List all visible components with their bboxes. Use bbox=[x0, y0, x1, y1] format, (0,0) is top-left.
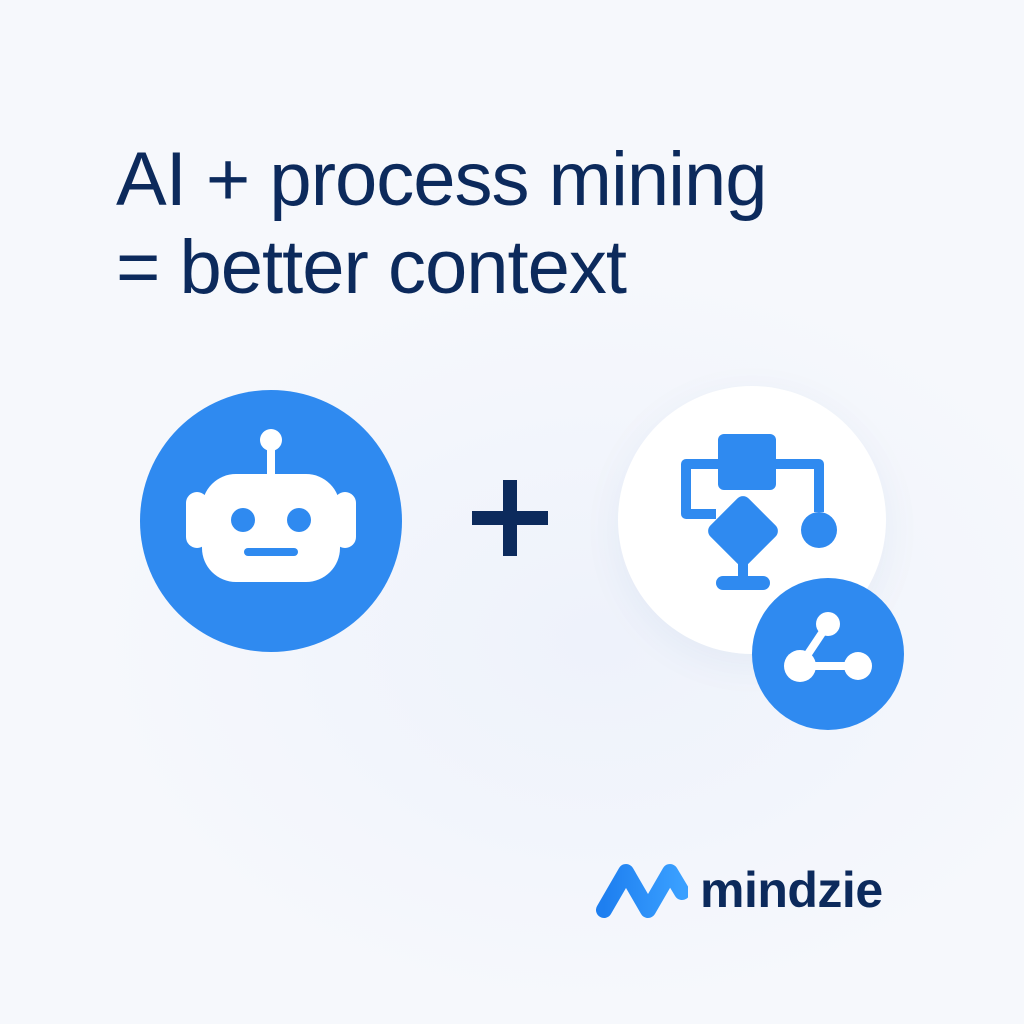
share-nodes-icon bbox=[784, 612, 872, 682]
mindzie-logo-icon bbox=[596, 864, 688, 918]
connector-badge bbox=[752, 578, 904, 730]
brand-lockup: mindzie bbox=[596, 858, 883, 922]
robot-icon bbox=[186, 429, 356, 582]
plus-icon bbox=[472, 480, 548, 556]
brand-name: mindzie bbox=[700, 862, 883, 918]
headline-line-1: AI + process mining bbox=[116, 137, 768, 222]
process-flow-icon bbox=[681, 434, 837, 590]
headline: AI + process mining = better context bbox=[116, 136, 936, 312]
headline-line-2: = better context bbox=[116, 225, 627, 310]
ai-badge bbox=[140, 390, 402, 652]
process-mining-badge bbox=[618, 386, 886, 654]
